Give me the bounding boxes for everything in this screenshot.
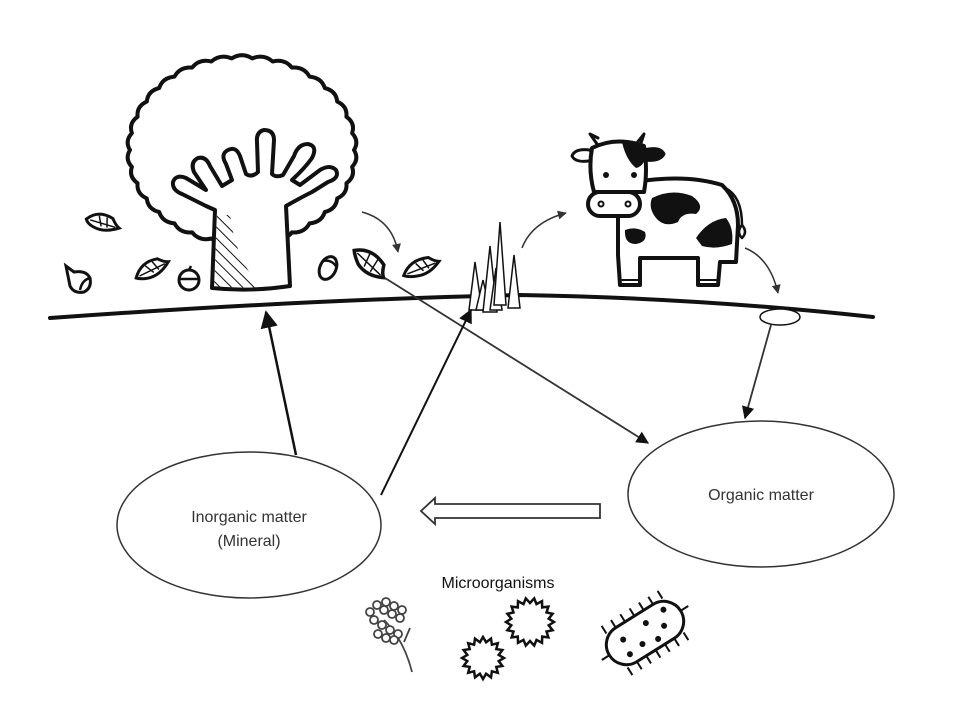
tree-trunk xyxy=(170,128,339,292)
cow-icon xyxy=(570,132,747,287)
microorganisms-label: Microorganisms xyxy=(442,575,555,592)
inorganic-matter-node: Inorganic matter (Mineral) xyxy=(116,451,382,599)
bacillus-icon xyxy=(600,590,690,676)
leaves-to-organic-arrow xyxy=(384,277,650,444)
flagellum xyxy=(626,666,634,676)
ground-line xyxy=(48,292,875,320)
flagellum xyxy=(638,602,645,611)
dung-icon xyxy=(759,308,801,326)
fallen-leaf-icon xyxy=(84,212,123,232)
flagellum xyxy=(664,643,671,653)
flagellum xyxy=(682,631,690,641)
dung-to-organic-arrow xyxy=(741,324,772,420)
cow-to-dung-arrow xyxy=(744,247,781,294)
flagellum xyxy=(645,655,652,664)
inorganic-matter-label: Inorganic matter xyxy=(191,509,307,526)
fallen-leaf-icon xyxy=(134,257,172,281)
tree-trunk-shading xyxy=(214,215,262,288)
acorn-icon xyxy=(63,262,92,294)
coccus-icon xyxy=(459,596,557,682)
fungus-icon xyxy=(365,597,413,673)
acorn-icon xyxy=(317,255,339,281)
fallen-leaf-icon xyxy=(352,248,387,280)
decomposition-block-arrow xyxy=(419,495,601,527)
flagellum xyxy=(656,590,664,600)
organic-matter-node: Organic matter xyxy=(627,420,895,568)
fallen-leaf-icon xyxy=(401,255,442,279)
leaf-fall-arrow xyxy=(361,211,401,253)
mineral-to-grass-arrow xyxy=(380,308,472,496)
flagellum xyxy=(600,625,608,635)
organic-matter-label: Organic matter xyxy=(708,487,814,504)
grass-to-cow-arrow xyxy=(521,210,567,249)
acorn-icon xyxy=(177,265,201,292)
mineral-to-tree-arrow xyxy=(260,310,298,456)
grass-icon xyxy=(468,221,521,313)
tree-icon xyxy=(125,53,359,292)
mineral-label: (Mineral) xyxy=(217,533,280,550)
flagellum xyxy=(619,613,626,623)
